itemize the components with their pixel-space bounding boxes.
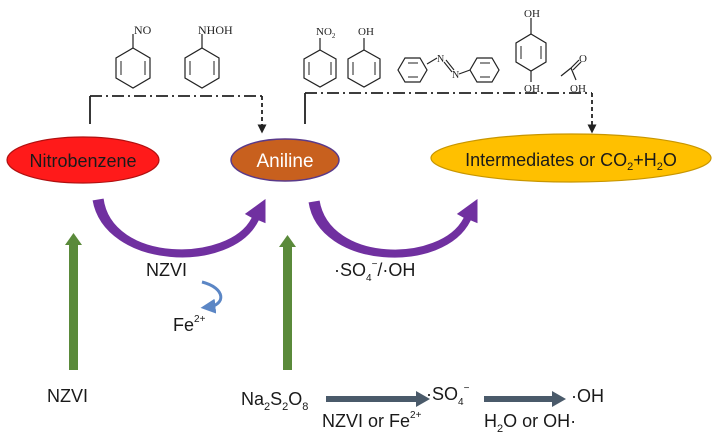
sulfate-radical-label: ·SO4−: [426, 383, 470, 408]
water-label: H2O or OH·: [484, 411, 576, 433]
nitroso-label: NO: [134, 23, 152, 37]
right-bracket-line: [304, 92, 597, 134]
nitrobenzene-structure: NO2: [303, 26, 337, 88]
nitrobenzene-to-aniline-arrow: [91, 197, 267, 259]
persulfate-up-arrow: [279, 235, 296, 370]
aniline-label: Aniline: [256, 151, 313, 172]
aniline-node: Aniline: [230, 138, 340, 182]
acid-o-label: O: [579, 53, 587, 65]
azo-n2-label: N: [452, 70, 459, 81]
aniline-to-intermediates-arrow: [307, 197, 479, 259]
hydroxyl-radical-label: ·OH: [571, 386, 604, 406]
phenol-oh-label: OH: [358, 26, 374, 38]
persulfate-label: Na2S2O8: [241, 389, 308, 413]
acetic-acid-structure: O OH: [560, 53, 587, 95]
radicals-label: ·SO4−/·OH: [334, 259, 415, 284]
sulfate-to-hydroxyl-arrow: [484, 391, 566, 407]
intermediates-label: Intermediates or CO2+H2O: [465, 150, 677, 173]
hydroquinone-structure: OH OH: [515, 8, 547, 95]
nitrobenzene-node: Nitrobenzene: [6, 136, 160, 184]
nzvi-up-arrow: [65, 233, 82, 370]
nitrobenzene-label: Nitrobenzene: [29, 151, 136, 171]
nitrosobenzene-structure: NO: [115, 23, 152, 89]
nzvi-mid-label: NZVI: [146, 260, 187, 280]
phenol-structure: OH: [347, 26, 381, 88]
catalyst-label: NZVI or Fe2+: [322, 410, 422, 431]
left-bracket-line: [89, 95, 267, 134]
intermediates-node: Intermediates or CO2+H2O: [430, 133, 712, 183]
azobenzene-structure: N N: [397, 54, 500, 83]
nitro-label: NO2: [316, 26, 336, 40]
nzvi-bottom-label: NZVI: [47, 386, 88, 406]
nzvi-to-fe-curve: [200, 280, 223, 314]
fe2-label: Fe2+: [173, 314, 206, 335]
nhoh-label: NHOH: [198, 23, 233, 37]
persulfate-to-sulfate-arrow: [326, 391, 430, 407]
hq-bottom-oh-label: OH: [524, 83, 540, 95]
phenylhydroxylamine-structure: NHOH: [184, 23, 233, 89]
hq-top-oh-label: OH: [524, 8, 540, 20]
acid-oh-label: OH: [570, 83, 586, 95]
azo-n1-label: N: [437, 54, 444, 65]
